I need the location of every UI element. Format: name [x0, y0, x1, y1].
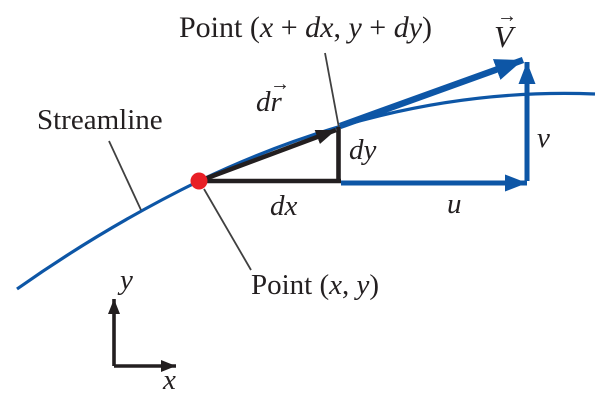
point-upper-leader-line	[324, 52, 340, 129]
point-lower-label: Point (x, y)	[251, 271, 379, 300]
streamline-leader-line	[108, 140, 142, 211]
vector-arrow-icon: →	[270, 73, 290, 95]
text-segment: Point (	[251, 269, 330, 301]
y-axis-label: y	[120, 264, 133, 296]
text-segment: x	[259, 11, 274, 44]
vector-arrow-icon: →	[497, 5, 517, 27]
velocity-vector-arrow	[338, 56, 525, 130]
streamline-label: Streamline	[37, 104, 163, 136]
u-component-label: u	[447, 188, 462, 220]
text-segment: ,	[333, 11, 349, 44]
text-segment: +	[273, 11, 306, 44]
text-segment: dx	[305, 11, 334, 44]
text-segment: +	[361, 11, 394, 44]
text-segment: y	[356, 269, 370, 301]
dy-label: dy	[349, 134, 377, 166]
text-segment: Point (	[179, 11, 260, 44]
text-segment: ,	[342, 269, 357, 301]
text-segment: x	[329, 269, 343, 301]
point-lower-leader-line	[203, 188, 252, 271]
v-component-label: v	[537, 122, 550, 154]
dx-label: dx	[270, 190, 298, 222]
dr-letters: dr	[256, 86, 282, 118]
text-segment: y	[348, 11, 362, 44]
x-axis-label: x	[163, 364, 176, 396]
streamline-curve	[16, 91, 596, 291]
text-segment: )	[422, 11, 433, 44]
point-xy-dot	[190, 172, 208, 190]
dr-vector-label: → dr	[256, 74, 290, 118]
velocity-letter: V	[494, 19, 513, 54]
text-segment: )	[369, 269, 380, 301]
dr-arrow	[201, 127, 337, 183]
velocity-vector-label: → V	[494, 6, 517, 54]
text-segment: dy	[393, 11, 423, 44]
point-upper-label: Point (x + dx, y + dy)	[179, 13, 432, 43]
